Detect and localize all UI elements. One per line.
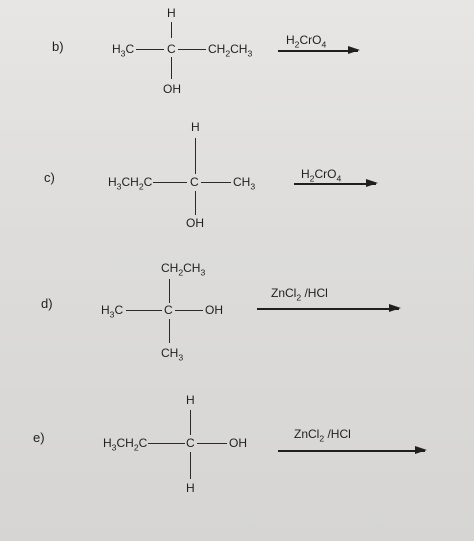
reaction-arrow [257, 304, 401, 312]
bond-top [190, 410, 192, 435]
center-carbon: C [167, 42, 176, 56]
substituent-left: H3C [101, 303, 124, 320]
reaction-arrow [278, 446, 427, 454]
reaction-arrow [294, 179, 378, 187]
substituent-top: H [186, 393, 195, 407]
substituent-top: H [191, 120, 200, 134]
bond-top [195, 138, 197, 174]
center-carbon: C [190, 175, 199, 189]
bond-right [201, 182, 231, 184]
reagent-label: ZnCl2 /HCl [294, 427, 351, 444]
reagent-label: H2CrO4 [286, 33, 327, 50]
problem-label: e) [33, 430, 45, 445]
substituent-left: H3C [112, 42, 135, 59]
substituent-bottom: H [186, 481, 195, 495]
problem-label: b) [52, 39, 64, 54]
substituent-bottom: OH [186, 216, 204, 230]
substituent-right: OH [205, 303, 223, 317]
center-carbon: C [186, 436, 195, 450]
bond-right [178, 49, 206, 51]
bond-left [136, 49, 164, 51]
substituent-top: H [167, 6, 176, 20]
bond-bottom [190, 452, 192, 479]
bond-left [153, 182, 187, 184]
bond-right [175, 310, 203, 312]
substituent-bottom: CH3 [161, 346, 184, 363]
bond-top [171, 22, 173, 38]
center-carbon: C [164, 303, 173, 317]
substituent-right: OH [229, 436, 247, 450]
problem-label: c) [44, 170, 55, 185]
substituent-left: H3CH2C [108, 175, 153, 192]
bond-left [148, 443, 185, 445]
substituent-left: H3CH2C [103, 436, 148, 453]
reagent-label: H2CrO4 [301, 167, 342, 184]
bond-top [169, 279, 171, 303]
bond-bottom [169, 319, 171, 343]
bond-left [126, 310, 162, 312]
reaction-arrow [278, 46, 360, 54]
substituent-right: CH3 [233, 175, 256, 192]
substituent-bottom: OH [163, 82, 181, 96]
substituent-top: CH2CH3 [161, 261, 206, 278]
bond-bottom [171, 57, 173, 79]
bond-right [197, 443, 227, 445]
substituent-right: CH2CH3 [208, 42, 253, 59]
problem-label: d) [41, 296, 53, 311]
bond-bottom [195, 191, 197, 215]
reagent-label: ZnCl2 /HCl [271, 286, 328, 303]
